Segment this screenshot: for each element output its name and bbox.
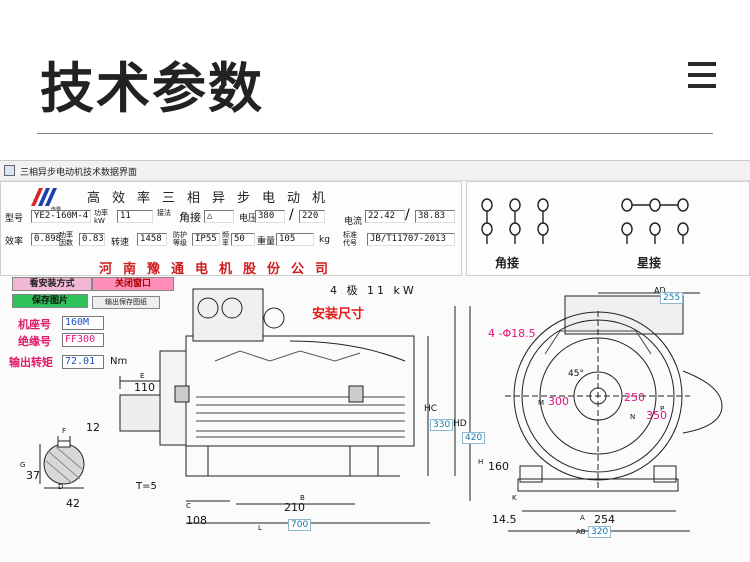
dim-108: 108 [186, 514, 207, 527]
speed-label: 转速 [111, 238, 130, 248]
model-label: 型号 [5, 214, 24, 224]
dim-320: 320 [588, 526, 612, 538]
letter-D: D [58, 483, 64, 491]
letter-M: M [538, 399, 545, 407]
weight-label: 重量 [257, 237, 276, 247]
letter-L: L [258, 524, 262, 532]
speed-field[interactable]: 1458 [137, 233, 167, 246]
letter-C: C [186, 502, 191, 510]
company-name: 河南豫通电机股份公司 [99, 262, 340, 277]
letter-B: B [300, 494, 305, 502]
insulation-label: 绝缘号 [18, 335, 51, 348]
weight-field[interactable]: 105 [276, 233, 314, 246]
window-titlebar: 三相异步电动机技术数据界面 [0, 161, 750, 181]
hamburger-menu-icon[interactable] [688, 62, 716, 90]
dim-14: 14.5 [492, 513, 517, 526]
letter-G: G [20, 461, 26, 469]
protection-label: 防护等级 [173, 231, 187, 247]
dim-700: 700 [288, 519, 312, 531]
model-field[interactable]: YE2-160M-4 [31, 210, 91, 223]
letter-E: E [140, 372, 145, 380]
dim-300: 300 [548, 395, 569, 408]
torque-field[interactable]: 72.01 [62, 355, 104, 369]
power-factor-field[interactable]: 0.83 [79, 233, 105, 246]
dim-12: 12 [86, 421, 100, 434]
motor-outline-drawing [39, 288, 723, 532]
power-field[interactable]: 11 [117, 210, 153, 223]
dim-42: 42 [66, 497, 80, 510]
connection-type-label: 接法 [157, 209, 171, 217]
frequency-field[interactable]: 50 [231, 233, 255, 246]
dim-330: 330 [430, 419, 454, 431]
current-separator: / [405, 207, 410, 223]
parameter-panel: 传豫 高效率三相异步电动机 型号 YE2-160M-4 功率kW 11 接法 角… [0, 181, 462, 277]
weight-unit: kg [319, 235, 330, 245]
page-title: 技术参数 [40, 57, 264, 120]
connection-diagram-panel: 角接 星接 [466, 181, 750, 276]
pole-power-label: 4 极 11 kW [330, 284, 417, 297]
star-connection-label: 星接 [637, 256, 662, 270]
dim-350: 350 [646, 409, 667, 422]
dim-HD-label: HD [453, 419, 467, 429]
window-title: 三相异步电动机技术数据界面 [20, 168, 138, 178]
frame-label: 机座号 [18, 318, 51, 331]
voltage-label: 电压 [239, 214, 258, 224]
dim-250: 250 [624, 391, 645, 404]
header-title: 高效率三相异步电动机 [87, 191, 338, 206]
letter-H: H [478, 458, 484, 466]
letter-P: P [660, 405, 665, 413]
current-field-2[interactable]: 38.83 [415, 210, 455, 223]
connection-symbol-field[interactable]: △ [204, 210, 234, 223]
voltage-field-1[interactable]: 380 [255, 210, 285, 223]
standard-field[interactable]: JB/T11707-2013 [367, 233, 455, 246]
torque-label: 输出转矩 [9, 356, 53, 369]
dim-AD-label: AD [654, 286, 666, 295]
torque-unit: Nm [110, 356, 128, 367]
dim-110: 110 [134, 381, 155, 394]
current-label: 电流 [344, 217, 363, 227]
delta-connection-label: 角接 [495, 256, 520, 270]
dim-holes: 4 -Φ18.5 [488, 327, 536, 340]
view-install-mode-button[interactable]: 看安装方式 [12, 277, 92, 291]
dim-160: 160 [488, 460, 509, 473]
app-icon [4, 165, 15, 176]
install-dimension-title: 安装尺寸 [312, 307, 365, 322]
dim-210: 210 [284, 501, 305, 514]
power-label: 功率kW [94, 209, 108, 225]
dim-255: 255 [660, 292, 684, 304]
connection-value: 角接 [179, 211, 201, 224]
dim-37: 37 [26, 469, 40, 482]
letter-K: K [512, 494, 517, 502]
protection-field[interactable]: IP55 [192, 233, 220, 246]
dim-45: 45° [568, 369, 584, 379]
letter-F: F [62, 427, 67, 435]
dim-420: 420 [462, 432, 486, 444]
header-divider [37, 133, 713, 134]
efficiency-label: 效率 [5, 237, 24, 247]
frame-field[interactable]: 160M [62, 316, 104, 330]
dim-254: 254 [594, 513, 615, 526]
export-drawing-button[interactable]: 输出保存图纸 [92, 296, 160, 309]
dim-T: T=5 [136, 481, 157, 492]
close-window-button[interactable]: 关闭窗口 [92, 277, 174, 291]
voltage-field-2[interactable]: 220 [299, 210, 325, 223]
letter-N: N [630, 413, 636, 421]
frequency-label: 频率 [222, 231, 229, 247]
company-logo-icon: 传豫 [31, 188, 61, 212]
efficiency-field[interactable]: 0.898 [31, 233, 63, 246]
insulation-field[interactable]: FF300 [62, 333, 104, 347]
standard-label: 标准代号 [343, 231, 357, 247]
current-field-1[interactable]: 22.42 [365, 210, 405, 223]
motor-data-window: 三相异步电动机技术数据界面 传豫 高效率三相异步电动机 型号 YE2-160M-… [0, 160, 750, 562]
terminal-diagram-icon [481, 198, 689, 244]
voltage-separator: / [289, 207, 294, 223]
dim-AB-label: AB [576, 528, 586, 536]
logo-text: 传豫 [51, 206, 61, 212]
letter-A: A [580, 514, 585, 522]
dim-HC-label: HC [424, 404, 438, 414]
save-image-button[interactable]: 保存图片 [12, 294, 88, 308]
power-factor-label: 功率因数 [59, 231, 73, 247]
